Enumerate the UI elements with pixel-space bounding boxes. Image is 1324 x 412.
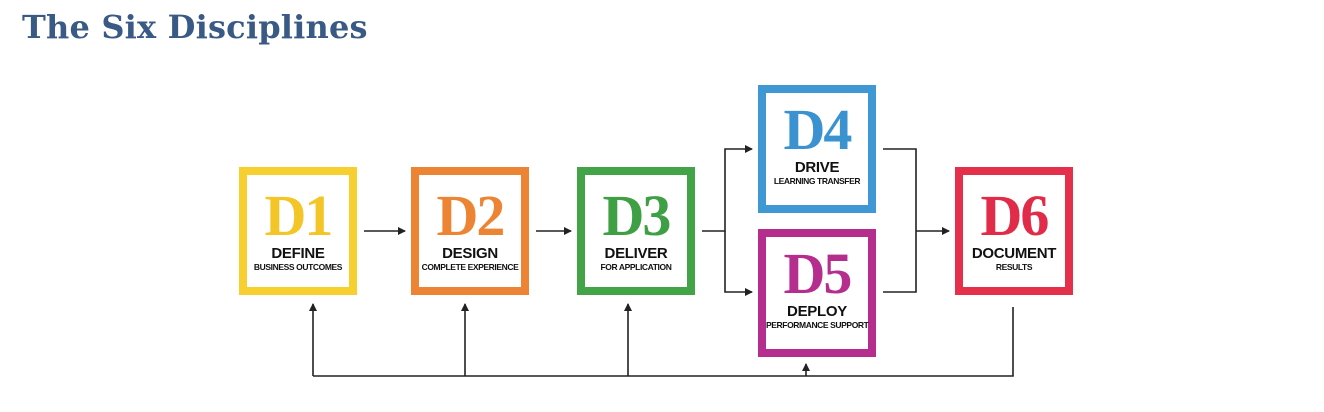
arrow-d3-to-d5 <box>724 231 753 296</box>
discipline-d5-box: D5 DEPLOY PERFORMANCE SUPPORT <box>758 229 876 357</box>
discipline-code: D5 <box>783 241 853 306</box>
discipline-d1-box: D1 DEFINE BUSINESS OUTCOMES <box>239 167 357 295</box>
discipline-subtitle: FOR APPLICATION <box>600 262 672 272</box>
discipline-d4-box: D4 DRIVE LEARNING TRANSFER <box>758 85 876 213</box>
connector-d4-merge <box>883 148 917 293</box>
discipline-code: D6 <box>980 183 1050 248</box>
discipline-subtitle: RESULTS <box>995 262 1033 272</box>
discipline-name: DOCUMENT <box>971 245 1057 262</box>
discipline-code: D4 <box>783 97 853 162</box>
discipline-code: D1 <box>264 183 334 248</box>
discipline-name: DESIGN <box>442 245 498 262</box>
discipline-d3-box: D3 DELIVER FOR APPLICATION <box>577 167 695 295</box>
discipline-name: DEPLOY <box>787 303 847 320</box>
discipline-name: DEFINE <box>271 245 325 262</box>
discipline-subtitle: LEARNING TRANSFER <box>773 176 861 186</box>
discipline-code: D3 <box>602 183 672 248</box>
discipline-name: DELIVER <box>604 245 668 262</box>
discipline-subtitle: BUSINESS OUTCOMES <box>253 262 343 272</box>
connector-d3-branch <box>702 145 753 232</box>
discipline-subtitle: PERFORMANCE SUPPORT <box>766 320 869 330</box>
discipline-d6-box: D6 DOCUMENT RESULTS <box>955 167 1073 295</box>
feedback-loop-line <box>313 307 1014 377</box>
discipline-d2-box: D2 DESIGN COMPLETE EXPERIENCE <box>411 167 529 295</box>
discipline-name: DRIVE <box>794 159 840 176</box>
discipline-subtitle: COMPLETE EXPERIENCE <box>421 262 519 272</box>
page-title: The Six Disciplines <box>22 8 368 46</box>
discipline-code: D2 <box>436 183 506 248</box>
